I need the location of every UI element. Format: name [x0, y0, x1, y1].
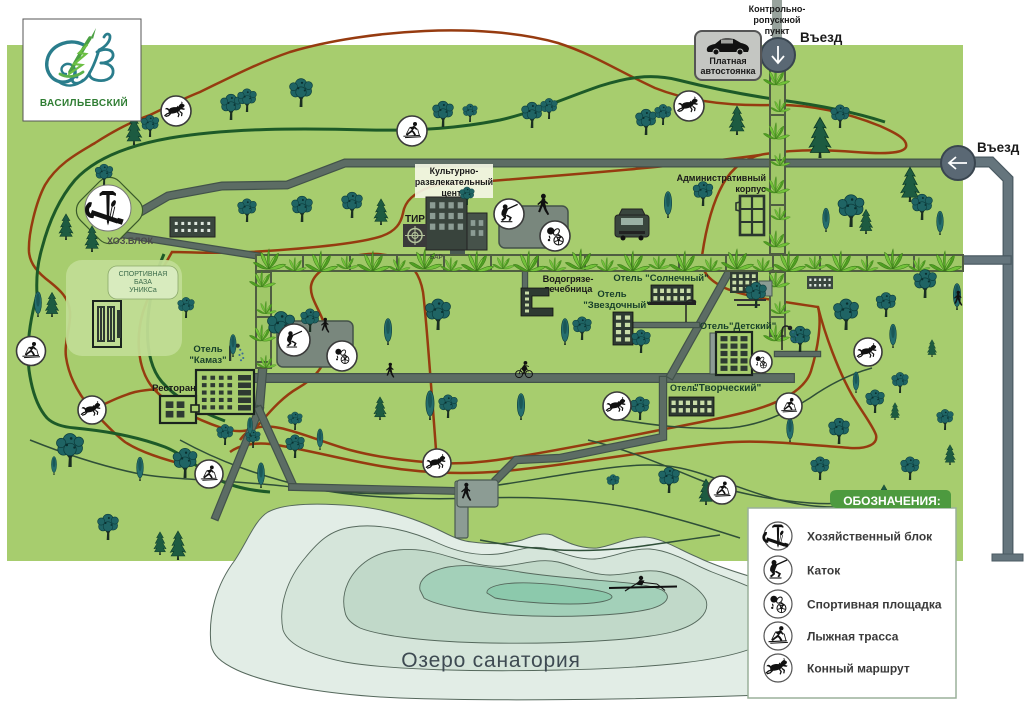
svg-text:ХОЗ.БЛОК: ХОЗ.БЛОК: [107, 236, 153, 246]
svg-text:Въезд: Въезд: [800, 30, 843, 45]
svg-text:Контрольно-: Контрольно-: [749, 4, 806, 14]
svg-text:Платная: Платная: [709, 56, 746, 66]
svg-text:БАР: БАР: [430, 254, 443, 261]
svg-text:ропускной: ропускной: [753, 15, 800, 25]
svg-text:центр: центр: [441, 188, 467, 198]
svg-text:Административный: Административный: [677, 173, 766, 183]
svg-text:Спортивная площадка: Спортивная площадка: [807, 598, 942, 612]
svg-text:ОБОЗНАЧЕНИЯ:: ОБОЗНАЧЕНИЯ:: [843, 494, 941, 508]
svg-text:Лыжная трасса: Лыжная трасса: [807, 630, 899, 644]
svg-text:"Творческий": "Творческий": [694, 383, 762, 394]
svg-text:СПОРТИВНАЯ: СПОРТИВНАЯ: [119, 271, 168, 278]
svg-text:автостоянка: автостоянка: [701, 66, 757, 76]
svg-text:Отель: Отель: [597, 289, 626, 300]
svg-text:Отель "Солнечный": Отель "Солнечный": [613, 273, 708, 284]
svg-text:ВАСИЛЬЕВСКИЙ: ВАСИЛЬЕВСКИЙ: [40, 96, 128, 109]
svg-text:Культурно-: Культурно-: [430, 166, 479, 176]
svg-text:ТИР: ТИР: [405, 214, 425, 225]
svg-text:Конный маршрут: Конный маршрут: [807, 662, 910, 676]
svg-text:Хозяйственный блок: Хозяйственный блок: [807, 530, 933, 544]
svg-text:"Звездочный": "Звездочный": [583, 300, 650, 311]
svg-text:Водогрязе-: Водогрязе-: [543, 274, 594, 284]
svg-text:Отель: Отель: [670, 383, 698, 393]
svg-text:БАЗА: БАЗА: [134, 279, 152, 286]
svg-text:УНИКСа: УНИКСа: [129, 287, 157, 294]
svg-text:"Камаз": "Камаз": [189, 355, 226, 366]
svg-text:Ресторан: Ресторан: [152, 383, 196, 394]
svg-text:Каток: Каток: [807, 564, 841, 578]
svg-text:Озеро санатория: Озеро санатория: [401, 649, 580, 672]
svg-text:развлекательный: развлекательный: [415, 177, 493, 187]
svg-text:пункт: пункт: [765, 26, 790, 36]
svg-text:Въезд: Въезд: [977, 140, 1020, 155]
svg-text:корпус: корпус: [735, 184, 766, 194]
svg-text:Отель: Отель: [193, 344, 222, 355]
svg-text:Отель"Детский": Отель"Детский": [700, 321, 777, 332]
svg-text:лечебница: лечебница: [544, 284, 594, 294]
